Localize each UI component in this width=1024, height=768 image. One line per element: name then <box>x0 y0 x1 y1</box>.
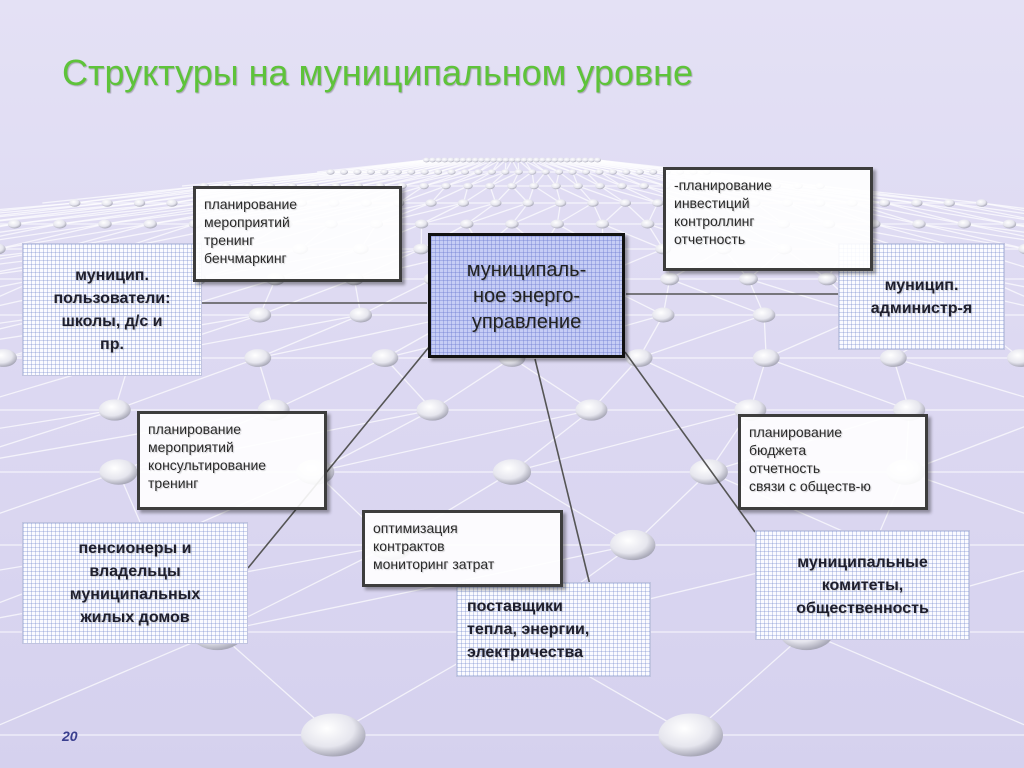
entity-pensioners-owners: пенсионеры и владельцы муниципальных жил… <box>22 522 248 644</box>
activity-line: тренинг <box>148 475 199 491</box>
activity-line: бюджета <box>749 442 807 458</box>
activity-line: бенчмаркинг <box>204 250 287 266</box>
activity-box-committees: планирование бюджета отчетность связи с … <box>738 414 928 510</box>
entity-municipal-users: муницип. пользователи: школы, д/с и пр. <box>22 243 202 376</box>
activity-box-administration: -планирование инвестиций контроллинг отч… <box>663 167 873 271</box>
activity-line: -планирование <box>674 177 772 193</box>
center-node-energy-management: муниципаль- ное энерго- управление <box>428 233 625 358</box>
activity-box-suppliers: оптимизация контрактов мониторинг затрат <box>362 510 563 587</box>
activity-line: мероприятий <box>204 214 290 230</box>
activity-line: инвестиций <box>674 195 750 211</box>
entity-suppliers: поставщики тепла, энергии, электричества <box>456 582 651 677</box>
activity-line: планирование <box>749 424 843 440</box>
activity-box-users: планирование мероприятий тренинг бенчмар… <box>193 186 402 282</box>
activity-line: мероприятий <box>148 439 234 455</box>
activity-box-pensioners: планирование мероприятий консультировани… <box>137 411 327 510</box>
activity-line: связи с обществ-ю <box>749 478 871 494</box>
slide-title: Структуры на муниципальном уровне <box>62 52 694 93</box>
activity-line: оптимизация <box>373 520 458 536</box>
activity-line: тренинг <box>204 232 255 248</box>
activity-line: планирование <box>204 196 298 212</box>
activity-line: контрактов <box>373 538 445 554</box>
activity-line: отчетность <box>749 460 821 476</box>
activity-line: контроллинг <box>674 213 755 229</box>
entity-municipal-committees: муниципальные комитеты, общественность <box>755 530 970 640</box>
activity-line: мониторинг затрат <box>373 556 495 572</box>
activity-line: консультирование <box>148 457 267 473</box>
page-number: 20 <box>62 728 78 744</box>
activity-line: планирование <box>148 421 242 437</box>
activity-line: отчетность <box>674 231 746 247</box>
